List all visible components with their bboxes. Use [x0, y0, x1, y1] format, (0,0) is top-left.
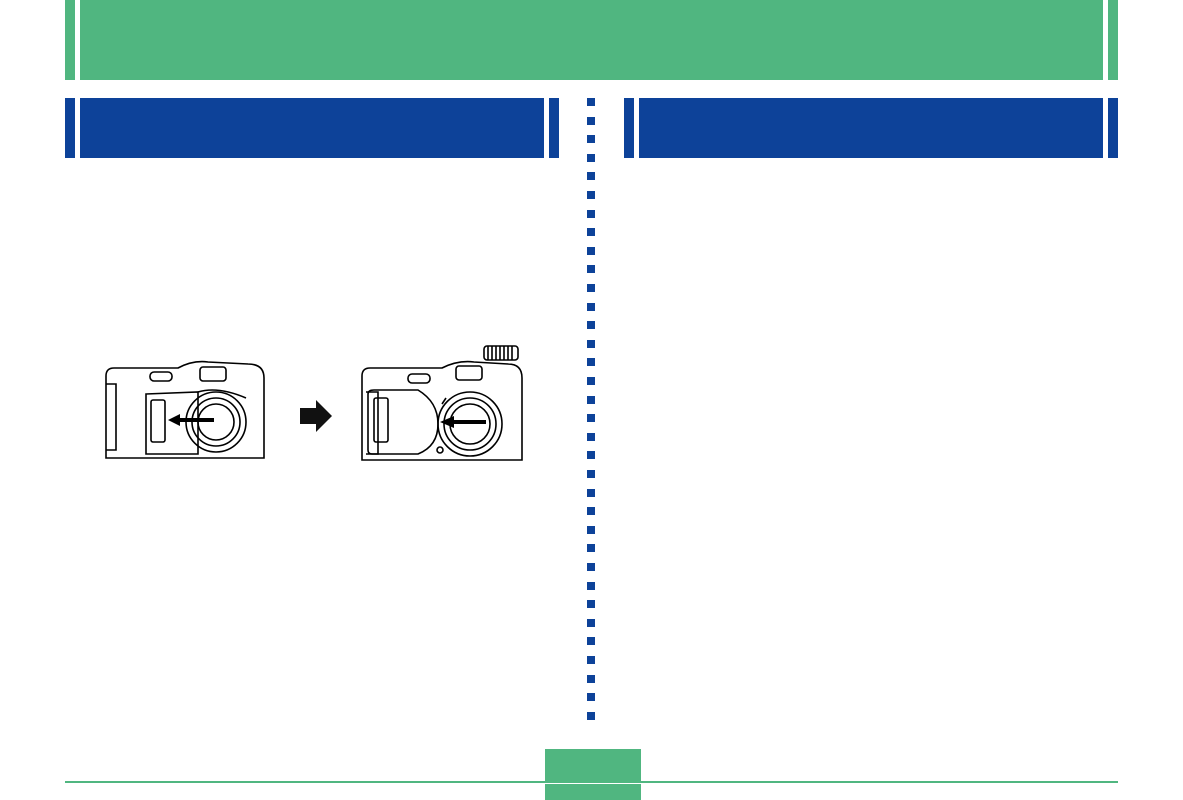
divider-dot [587, 618, 595, 627]
divider-dot [587, 172, 595, 181]
camera-closed-illustration [105, 360, 265, 459]
divider-dot [587, 693, 595, 702]
divider-dot [587, 395, 595, 404]
section-left-bar-edge-right [544, 98, 549, 158]
divider-dot [587, 265, 595, 274]
divider-dot [587, 339, 595, 348]
divider-dot [587, 98, 595, 106]
camera-open-illustration [361, 345, 523, 461]
divider-dot [587, 470, 595, 478]
divider-dot [587, 656, 595, 664]
divider-dot [587, 432, 595, 441]
section-right-bar-edge [634, 98, 639, 158]
divider-dot [587, 209, 595, 218]
section-right-bar-edge-right [1103, 98, 1108, 158]
section-bar-right [624, 98, 1118, 158]
divider-dot [587, 191, 595, 199]
divider-dot [587, 284, 595, 292]
divider-dot [587, 600, 595, 609]
page-number-tab [545, 749, 641, 782]
section-left-bar-edge [75, 98, 80, 158]
divider-dot [587, 674, 595, 683]
footer-line [65, 781, 1118, 783]
page-number-tab-base [545, 784, 641, 800]
divider-dot [587, 544, 595, 553]
divider-dot [587, 507, 595, 516]
divider-dot [587, 414, 595, 423]
header-band [65, 0, 1118, 80]
divider-dot [587, 116, 595, 125]
divider-dot [587, 525, 595, 534]
right-arrow-icon [300, 400, 332, 432]
divider-dot [587, 321, 595, 330]
divider-dot [587, 302, 595, 311]
divider-dot [587, 358, 595, 367]
divider-dot [587, 153, 595, 162]
divider-dot [587, 135, 595, 144]
divider-dot [587, 228, 595, 237]
divider-dot [587, 246, 595, 255]
header-right-bar [1103, 0, 1108, 80]
column-divider [587, 98, 597, 728]
divider-dot [587, 563, 595, 571]
divider-dot [587, 451, 595, 460]
divider-dot [587, 581, 595, 590]
divider-dot [587, 488, 595, 497]
divider-dot [587, 711, 595, 720]
section-bar-left [65, 98, 559, 158]
header-left-bar [75, 0, 80, 80]
divider-dot [587, 377, 595, 385]
divider-dot [587, 637, 595, 646]
